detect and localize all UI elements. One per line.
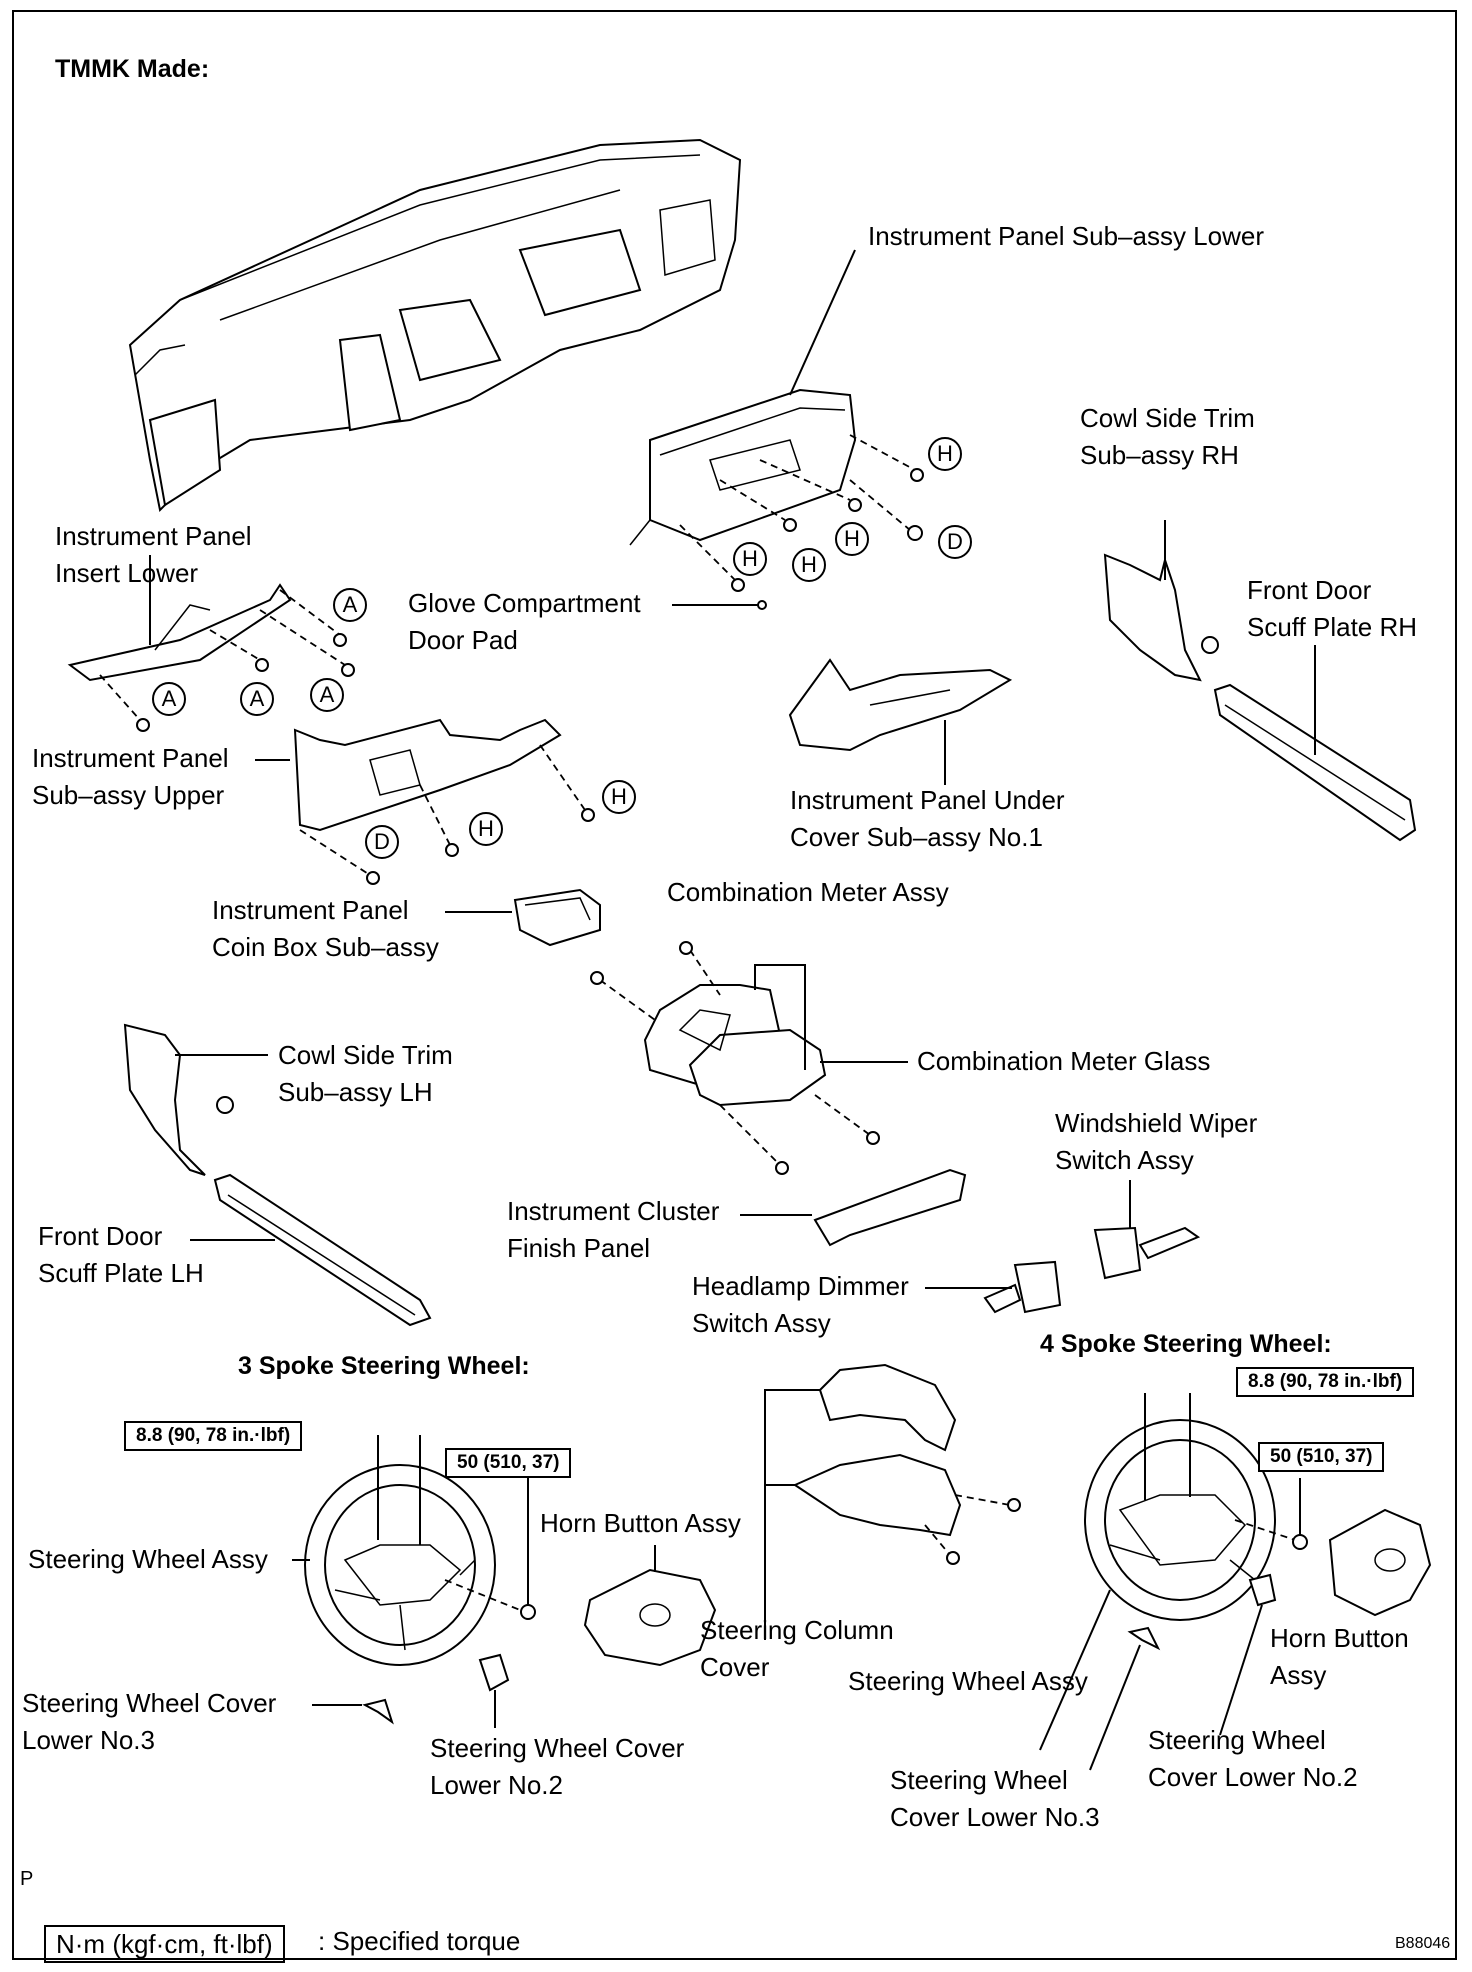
cover-no3-right-drawing: [1127, 1626, 1161, 1651]
cowl-lh-drawing: [123, 1023, 206, 1176]
marker-d: D: [365, 825, 399, 859]
cover-no2-left-drawing: [478, 1653, 510, 1692]
label-ip-under-cover: Instrument Panel Under Cover Sub–assy No…: [790, 785, 1065, 852]
horn-button-4-drawing: [1328, 1508, 1432, 1617]
label-cowl-rh: Cowl Side Trim Sub–assy RH: [1080, 403, 1255, 470]
label-glove-pad: Glove Compartment Door Pad: [408, 588, 641, 655]
label-ip-insert-lower: Instrument Panel Insert Lower: [55, 521, 252, 588]
cluster-finish-panel-drawing: [813, 1168, 967, 1247]
steering-wheel-4-drawing: [1084, 1419, 1276, 1621]
label-scuff-lh: Front Door Scuff Plate LH: [38, 1221, 204, 1288]
cowl-rh-drawing: [1103, 553, 1202, 682]
label-cover-no3-right: Steering Wheel Cover Lower No.3: [890, 1765, 1100, 1832]
label-ip-upper: Instrument Panel Sub–assy Upper: [32, 743, 229, 810]
page-mark: P: [20, 1868, 34, 1890]
marker-h: H: [733, 542, 767, 576]
coin-box-drawing: [513, 888, 601, 947]
label-coin-box: Instrument Panel Coin Box Sub–assy: [212, 895, 439, 962]
ip-under-cover-drawing: [788, 658, 1013, 752]
label-dimmer-switch: Headlamp Dimmer Switch Assy: [692, 1271, 909, 1338]
label-sw-assy-3: Steering Wheel Assy: [28, 1544, 268, 1574]
torque-3-nut: 50 (510, 37): [445, 1448, 572, 1478]
cover-no3-left-drawing: [362, 1698, 394, 1725]
label-combination-meter: Combination Meter Assy: [667, 877, 949, 907]
label-cowl-lh: Cowl Side Trim Sub–assy LH: [278, 1040, 453, 1107]
section-3-spoke: 3 Spoke Steering Wheel:: [238, 1352, 530, 1380]
ip-insert-lower-drawing: [67, 583, 292, 682]
marker-h: H: [602, 780, 636, 814]
diagram-frame: [12, 10, 1457, 1960]
scuff-rh-drawing: [1213, 683, 1417, 842]
marker-a: A: [152, 682, 186, 716]
label-wiper-switch: Windshield Wiper Switch Assy: [1055, 1108, 1258, 1175]
marker-h: H: [928, 437, 962, 471]
label-cover-no3-left: Steering Wheel Cover Lower No.3: [22, 1688, 277, 1755]
ip-upper-drawing: [293, 718, 562, 832]
bolts-ip-lower: [731, 468, 924, 592]
marker-h: H: [469, 812, 503, 846]
scuff-lh-drawing: [213, 1173, 432, 1327]
steering-wheel-3-drawing: [304, 1464, 496, 1666]
label-horn-3: Horn Button Assy: [540, 1508, 741, 1538]
cover-no2-right-drawing: [1248, 1573, 1277, 1607]
torque-legend-text: : Specified torque: [318, 1926, 521, 1956]
label-sw-assy-4: Steering Wheel Assy: [848, 1666, 1088, 1696]
wiper-switch-drawing: [1093, 1226, 1201, 1280]
combination-meter-drawing: [643, 984, 827, 1107]
torque-4-wheel: 8.8 (90, 78 in.·lbf): [1236, 1367, 1415, 1397]
marker-h: H: [792, 548, 826, 582]
marker-d: D: [938, 525, 972, 559]
label-ip-lower: Instrument Panel Sub–assy Lower: [868, 221, 1264, 251]
dashboard-drawing: [128, 138, 742, 513]
torque-4-nut: 50 (510, 37): [1258, 1442, 1385, 1472]
label-cover-no2-right: Steering Wheel Cover Lower No.2: [1148, 1725, 1358, 1792]
label-cluster-panel: Instrument Cluster Finish Panel: [507, 1196, 720, 1263]
marker-a: A: [240, 682, 274, 716]
figure-code: B88046: [1395, 1935, 1451, 1952]
horn-button-3-drawing: [583, 1568, 717, 1667]
marker-a: A: [310, 678, 344, 712]
ip-lower-drawing: [629, 388, 857, 546]
column-cover-drawing: [792, 1363, 962, 1537]
dimmer-switch-drawing: [983, 1260, 1062, 1314]
marker-a: A: [333, 588, 367, 622]
label-cover-no2-left: Steering Wheel Cover Lower No.2: [430, 1733, 685, 1800]
torque-unit-box: N·m (kgf·cm, ft·lbf): [44, 1925, 285, 1963]
torque-3-wheel: 8.8 (90, 78 in.·lbf): [124, 1421, 303, 1451]
label-column-cover: Steering Column Cover: [700, 1615, 894, 1682]
label-scuff-rh: Front Door Scuff Plate RH: [1247, 575, 1418, 642]
page-title: TMMK Made:: [55, 55, 210, 83]
section-4-spoke: 4 Spoke Steering Wheel:: [1040, 1330, 1332, 1358]
label-horn-4: Horn Button Assy: [1270, 1623, 1409, 1690]
marker-h: H: [835, 522, 869, 556]
label-combination-meter-glass: Combination Meter Glass: [917, 1046, 1211, 1076]
